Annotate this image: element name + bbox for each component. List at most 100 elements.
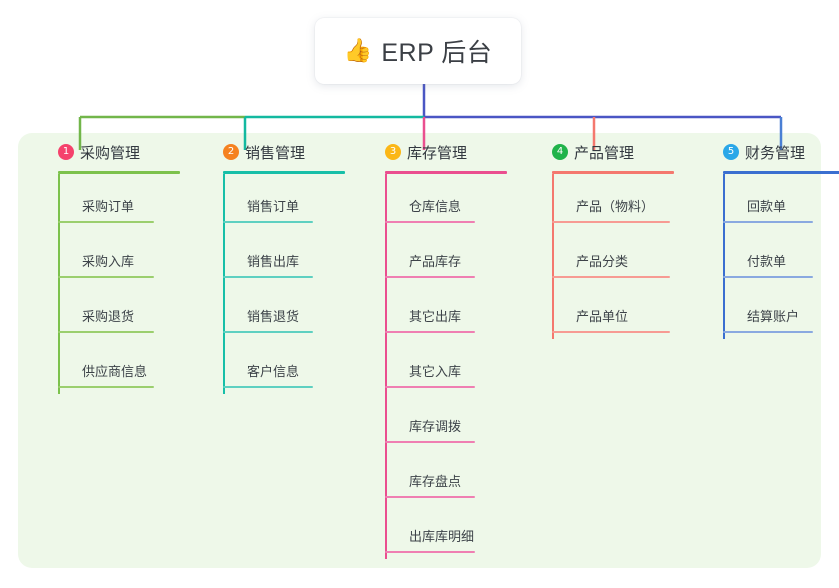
- branch-underline: [552, 171, 674, 174]
- branch-item-label: 销售订单: [247, 199, 300, 214]
- branch-item-underline: [385, 276, 475, 278]
- branch-item[interactable]: 回款单: [723, 174, 839, 229]
- branch-item[interactable]: 供应商信息: [58, 339, 196, 394]
- branch-item[interactable]: 产品分类: [552, 229, 690, 284]
- branch-item-spine: [385, 174, 387, 229]
- branch-item-label: 采购退货: [82, 309, 135, 324]
- branch-item[interactable]: 其它入库: [385, 339, 523, 394]
- branch-item[interactable]: 其它出库: [385, 284, 523, 339]
- branch-header-sales[interactable]: 2 销售管理: [201, 140, 361, 164]
- branch-item-underline: [723, 331, 813, 333]
- branch-item-label: 回款单: [747, 199, 787, 214]
- branch-item-underline: [385, 221, 475, 223]
- branch-header-product[interactable]: 4 产品管理: [530, 140, 690, 164]
- branch-item[interactable]: 采购退货: [58, 284, 196, 339]
- branch-item[interactable]: 销售出库: [223, 229, 361, 284]
- branch-item-label: 结算账户: [747, 309, 800, 324]
- branch-item[interactable]: 仓库信息: [385, 174, 523, 229]
- branch-item[interactable]: 产品（物料）: [552, 174, 690, 229]
- branch-item-label: 出库库明细: [409, 529, 475, 544]
- branch-item-label: 产品单位: [576, 309, 629, 324]
- branch-item-label: 销售出库: [247, 254, 300, 269]
- branch-item-label: 采购入库: [82, 254, 135, 269]
- branch-item-label: 产品库存: [409, 254, 462, 269]
- branch-item-spine: [385, 449, 387, 504]
- branch-item-underline: [552, 331, 670, 333]
- branch-item-label: 仓库信息: [409, 199, 462, 214]
- branch-item[interactable]: 产品单位: [552, 284, 690, 339]
- branch-item[interactable]: 销售订单: [223, 174, 361, 229]
- branch-item-spine: [223, 339, 225, 394]
- thumbs-up-icon: 👍: [343, 37, 373, 64]
- branch-item[interactable]: 销售退货: [223, 284, 361, 339]
- branch-item-label: 库存盘点: [409, 474, 462, 489]
- branch-item-underline: [723, 276, 813, 278]
- branch-item[interactable]: 库存调拨: [385, 394, 523, 449]
- branch-item[interactable]: 采购入库: [58, 229, 196, 284]
- branch-number-badge: 4: [552, 144, 568, 160]
- branch-underline: [723, 171, 839, 174]
- branch-item[interactable]: 客户信息: [223, 339, 361, 394]
- branch-item-spine: [58, 229, 60, 284]
- branch-item-underline: [385, 496, 475, 498]
- branch-item[interactable]: 库存盘点: [385, 449, 523, 504]
- branch-item-underline: [385, 551, 475, 553]
- branch-item[interactable]: 出库库明细: [385, 504, 523, 559]
- branch-item-label: 产品（物料）: [576, 199, 655, 214]
- root-node[interactable]: 👍 ERP 后台: [315, 18, 521, 84]
- branch-item-underline: [723, 221, 813, 223]
- branch-item-spine: [58, 339, 60, 394]
- branch-item-spine: [552, 229, 554, 284]
- branch-underline: [223, 171, 345, 174]
- branch-item[interactable]: 结算账户: [723, 284, 839, 339]
- branch-item[interactable]: 采购订单: [58, 174, 196, 229]
- branch-item-spine: [385, 229, 387, 284]
- diagram-panel: [18, 133, 821, 568]
- branch-item-label: 其它入库: [409, 364, 462, 379]
- branch-item-spine: [552, 174, 554, 229]
- branch-item-underline: [223, 276, 313, 278]
- branch-column-product: 4 产品管理产品（物料） 产品分类产品单位: [530, 140, 690, 339]
- branch-item-label: 采购订单: [82, 199, 135, 214]
- branch-item-underline: [552, 276, 670, 278]
- branch-title: 产品管理: [574, 144, 635, 162]
- branch-number-badge: 1: [58, 144, 74, 160]
- branch-item-spine: [58, 284, 60, 339]
- branch-title: 库存管理: [407, 144, 468, 162]
- branch-item-list: 仓库信息产品库存其它出库其它入库库存调拨库存盘点出库库明细: [385, 174, 523, 559]
- branch-item-list: 产品（物料） 产品分类产品单位: [552, 174, 690, 339]
- branch-item-label: 其它出库: [409, 309, 462, 324]
- branch-item-underline: [58, 331, 154, 333]
- branch-item-label: 客户信息: [247, 364, 300, 379]
- branch-title: 财务管理: [745, 144, 806, 162]
- branch-item-spine: [385, 284, 387, 339]
- branch-title: 销售管理: [245, 144, 306, 162]
- branch-item-underline: [385, 441, 475, 443]
- branch-number-badge: 2: [223, 144, 239, 160]
- branch-item-spine: [723, 284, 725, 339]
- branch-item-spine: [385, 339, 387, 394]
- branch-item-spine: [552, 284, 554, 339]
- branch-item-underline: [58, 386, 154, 388]
- branch-item[interactable]: 产品库存: [385, 229, 523, 284]
- branch-item-underline: [223, 221, 313, 223]
- branch-item-spine: [385, 394, 387, 449]
- branch-item-label: 付款单: [747, 254, 787, 269]
- root-node-title: ERP 后台: [381, 39, 493, 67]
- branch-item-underline: [223, 386, 313, 388]
- branch-number-badge: 5: [723, 144, 739, 160]
- branch-item-underline: [552, 221, 670, 223]
- branch-item[interactable]: 付款单: [723, 229, 839, 284]
- branch-header-finance[interactable]: 5 财务管理: [701, 140, 839, 164]
- branch-item-spine: [723, 174, 725, 229]
- branch-item-underline: [385, 331, 475, 333]
- branch-item-underline: [58, 276, 154, 278]
- branch-item-spine: [223, 174, 225, 229]
- branch-item-list: 采购订单采购入库采购退货供应商信息: [58, 174, 196, 394]
- branch-item-underline: [223, 331, 313, 333]
- branch-item-label: 库存调拨: [409, 419, 462, 434]
